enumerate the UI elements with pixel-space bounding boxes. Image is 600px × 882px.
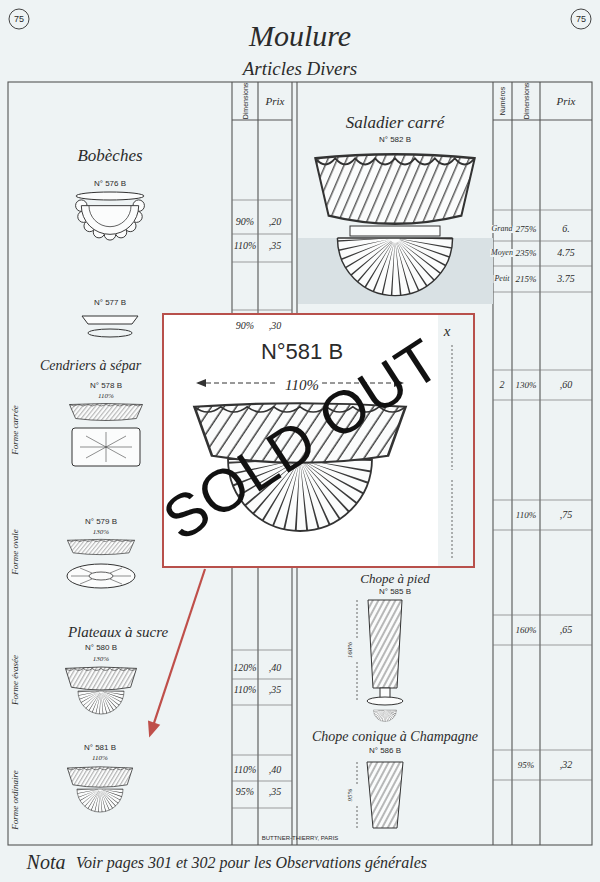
price: ,60 — [560, 380, 573, 390]
page-number: 75 — [14, 15, 24, 24]
size-name: Petit — [493, 275, 510, 283]
imprint: BUTTNER-THIERRY, PARIS — [262, 835, 339, 841]
dimension: 110% — [234, 241, 257, 251]
price: ,20 — [269, 217, 282, 227]
dimension: 90% — [236, 217, 254, 227]
dimension: 110% — [282, 378, 322, 393]
section-heading: Plateaux à sucre — [68, 625, 168, 640]
form-label: Forme ovale — [11, 529, 20, 575]
price: ,35 — [269, 787, 282, 797]
dimension: 110% — [234, 685, 257, 695]
item-number: N° 585 B — [379, 588, 411, 596]
dimension: 110% — [98, 393, 114, 400]
dimension: 110% — [234, 765, 257, 775]
section-heading: Chope à pied — [360, 572, 429, 585]
dimension: 130% — [93, 656, 109, 663]
note: Voir pages 301 et 302 pour les Observati… — [76, 855, 427, 871]
price: ,35 — [269, 685, 282, 695]
form-label: Forme carrée — [11, 405, 20, 455]
subtitle: Articles Divers — [243, 59, 358, 78]
price: ,40 — [269, 765, 282, 775]
item-number: N° 581 B — [84, 744, 116, 752]
price: 4.75 — [557, 248, 575, 258]
dimension: 95% — [236, 787, 254, 797]
dimension: 130% — [516, 381, 537, 390]
dimension: 130% — [93, 529, 109, 536]
size-name: Grand — [491, 225, 514, 233]
dimension: 160% — [347, 642, 354, 658]
section-heading: Cendriers à sépar — [40, 359, 141, 373]
item-number: N° 586 B — [369, 747, 401, 755]
section-heading: Saladier carré — [346, 114, 445, 131]
form-label: Forme ordinaire — [11, 770, 20, 830]
price: 3.75 — [557, 274, 575, 284]
item-number: N° 578 B — [90, 382, 122, 390]
heading-fragment: x — [444, 324, 451, 339]
dimension: 160% — [516, 626, 537, 635]
form-label: Forme évasée — [11, 655, 20, 705]
size-name: Moyen — [490, 249, 514, 257]
dimension: 275% — [516, 225, 537, 234]
dimension: 95% — [518, 761, 535, 770]
dimension: 235% — [516, 249, 537, 258]
price: ,35 — [269, 241, 282, 251]
price: ,32 — [560, 760, 573, 770]
item-number: N° 576 B — [94, 180, 126, 188]
item-number: N°581 B — [261, 341, 343, 363]
item-number: N° 582 B — [379, 136, 411, 144]
zoom-inset: N°581 B110%SOLD OUT — [162, 313, 475, 568]
price: ,30 — [269, 321, 282, 331]
dimension: 215% — [516, 275, 537, 284]
dimension: 110% — [92, 755, 108, 762]
item-number: N° 579 B — [85, 518, 117, 526]
dimension: 90% — [236, 321, 254, 331]
page-title: Moulure — [249, 21, 351, 51]
section-heading: Chope conique à Champagne — [312, 730, 478, 744]
column-header: Prix — [557, 96, 576, 107]
dimension: 95% — [347, 789, 354, 802]
column-header: Dimensions — [523, 83, 530, 120]
price: ,40 — [269, 663, 282, 673]
column-header: Dimensions — [242, 83, 249, 120]
item-count: 2 — [500, 380, 505, 390]
price: ,65 — [560, 625, 573, 635]
price: ,75 — [560, 510, 573, 520]
column-header: Prix — [266, 96, 285, 107]
column-header: Numéros — [499, 87, 506, 115]
page-number: 75 — [576, 15, 586, 24]
item-number: N° 580 B — [85, 644, 117, 652]
note-heading: Nota — [27, 852, 66, 872]
dimension: 120% — [233, 663, 256, 673]
dimension: 110% — [516, 511, 536, 520]
section-heading: Bobèches — [77, 147, 142, 164]
price: 6. — [562, 224, 570, 234]
item-number: N° 577 B — [94, 299, 126, 307]
